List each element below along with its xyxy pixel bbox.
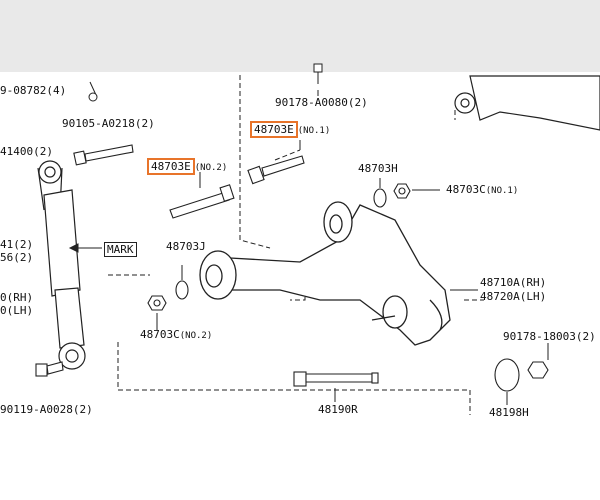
leader-lines (156, 90, 549, 405)
mark-arrow (68, 243, 102, 253)
label-48703e-no2-suffix: (NO.2) (194, 163, 228, 173)
label-41400: 41400(2) (0, 145, 53, 158)
bolt-90119 (35, 361, 64, 377)
cam-48198h (494, 358, 520, 392)
label-48703j: 48703J (166, 240, 206, 253)
bolt-48703e-no1 (247, 155, 305, 185)
label-48703e-no1: 48703E(NO.1) (250, 121, 331, 138)
label-41-fragment: 41(2) (0, 238, 34, 251)
label-56-fragment: 56(2) (0, 251, 34, 264)
label-48703c-no1: 48703C(NO.1) (446, 183, 518, 198)
lower-control-arm (199, 201, 451, 346)
label-48703e-no2-number: 48703E (147, 158, 195, 175)
nut-90178-18003 (527, 361, 549, 379)
nut-48703c-no1 (393, 183, 411, 199)
label-48703h: 48703H (358, 162, 398, 175)
label-48703c-no2-number: 48703C (140, 328, 180, 341)
label-48720a: 48720A(LH) (480, 290, 547, 303)
bolt-top-left (88, 81, 98, 102)
top-shade (0, 0, 600, 72)
shock-absorber (37, 160, 86, 370)
label-90119-08782: 9-08782(4) (0, 84, 67, 97)
label-48198h: 48198H (489, 406, 529, 419)
knuckle-top-right (454, 75, 600, 131)
bolt-90178-a0080 (313, 63, 323, 84)
bolt-90105 (73, 144, 134, 166)
label-lh-fragment: 0(LH) (0, 304, 34, 317)
label-48710a: 48710A(RH) (480, 276, 547, 289)
bolt-48190r (293, 371, 379, 387)
label-90119-a0028: 90119-A0028(2) (0, 403, 93, 416)
label-48703c-no1-number: 48703C (446, 183, 486, 196)
label-90105-a0218: 90105-A0218(2) (62, 117, 155, 130)
label-rh-fragment: 0(RH) (0, 291, 34, 304)
label-mark: MARK (104, 242, 137, 257)
label-48703e-no1-number: 48703E (250, 121, 298, 138)
nut-48703h (373, 188, 387, 208)
label-90178-a0080: 90178-A0080(2) (275, 96, 368, 109)
label-48703c-no1-suffix: (NO.1) (485, 186, 519, 196)
bolt-48703e-no2 (169, 184, 235, 219)
label-90178-18003: 90178-18003(2) (503, 330, 596, 343)
washer-48703j (175, 280, 189, 300)
label-48190r: 48190R (318, 403, 358, 416)
nut-48703c-no2 (147, 295, 167, 311)
label-48703c-no2: 48703C(NO.2) (140, 328, 212, 343)
label-48703e-no2: 48703E(NO.2) (147, 158, 228, 175)
label-48703c-no2-suffix: (NO.2) (179, 331, 213, 341)
label-48703e-no1-suffix: (NO.1) (297, 126, 331, 136)
